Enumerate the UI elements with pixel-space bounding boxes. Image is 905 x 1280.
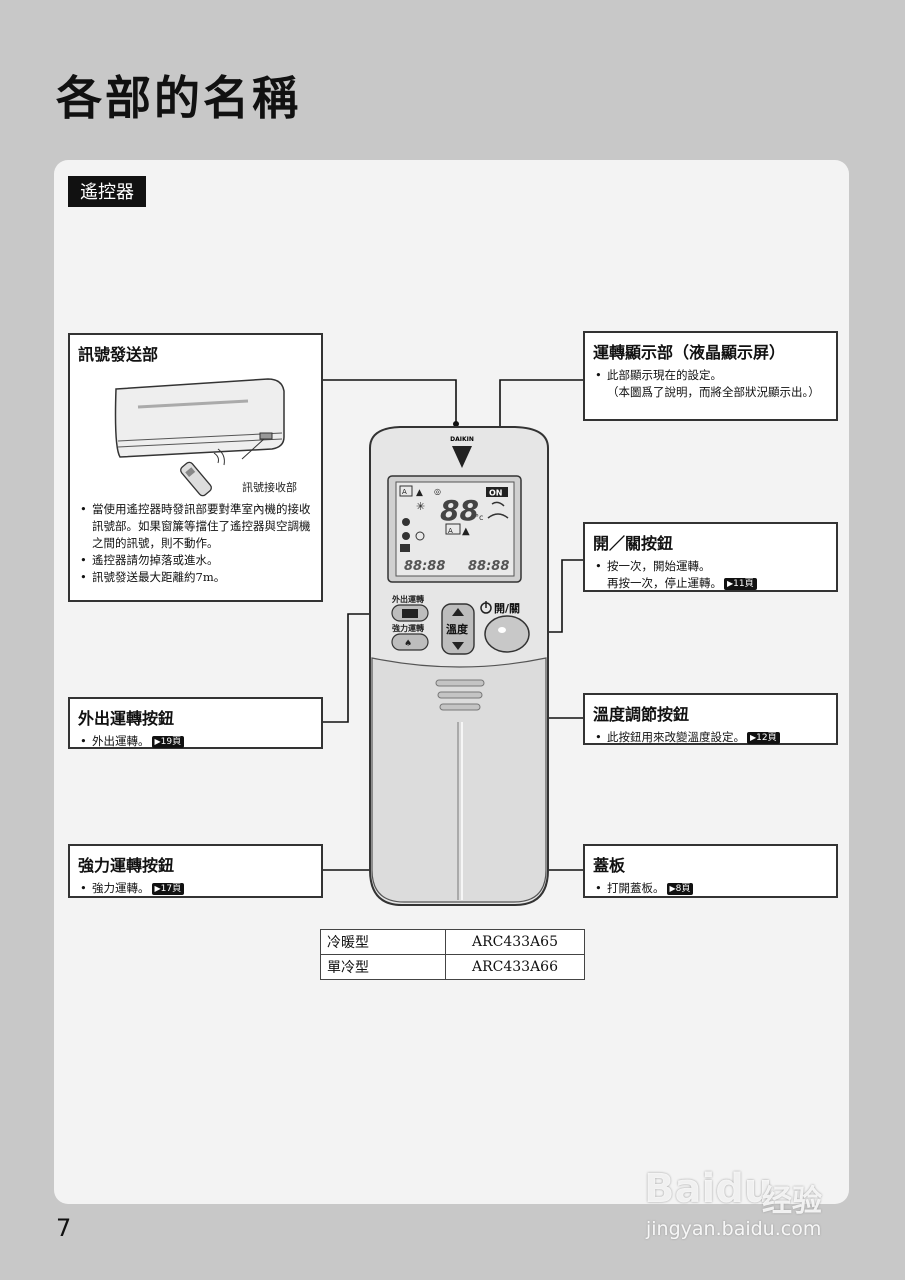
page-ref[interactable]: ▶12頁 [747, 732, 780, 744]
svg-text:◎: ◎ [434, 487, 441, 496]
note: 打開蓋板。 [607, 881, 665, 895]
signal-notes: 當使用遙控器時發訊部要對準室內機的接收訊號部。如果窗簾等擋住了遙控器與空調機之間… [78, 501, 313, 586]
model-type: 冷暖型 [320, 929, 446, 955]
note: 按一次，開始運轉。 [593, 558, 828, 575]
callout-title: 運轉顯示部（液晶顯示屏） [593, 343, 786, 362]
sub-note: 再按一次，停止運轉。 [607, 576, 722, 590]
callout-signal-transmitter: 訊號發送部 訊號接收部 當使用遙控器時發訊部要對準室內機的接收訊號部。如果窗簾等… [68, 333, 323, 602]
lcd-on: ON [489, 489, 503, 498]
onoff-label: 開/關 [494, 602, 520, 615]
lcd-temperature: 88 [440, 494, 479, 527]
page-ref[interactable]: ▶19頁 [151, 736, 185, 748]
callout-title: 溫度調節按鈕 [593, 705, 690, 724]
remote-body: DAIKIN A ▲ ◎ ✳ A ▲ 88 °c ON 88:88 88:88 … [369, 426, 549, 906]
page-title: 各部的名稱 [56, 71, 301, 125]
watermark-url: jingyan.baidu.com [646, 1218, 822, 1240]
daikin-logo-icon [452, 446, 472, 468]
svg-text:▲: ▲ [416, 488, 423, 498]
temp-label: 溫度 [446, 622, 469, 636]
temp-button [441, 603, 475, 655]
svg-text:▲: ▲ [462, 526, 470, 537]
note: 此按鈕用來改變溫度設定。 [607, 730, 745, 744]
brand-label: DAIKIN [450, 436, 474, 443]
callout-temp-button: 溫度調節按鈕 此按鈕用來改變溫度設定。▶12頁 [583, 693, 838, 746]
callout-title: 訊號發送部 [78, 345, 159, 364]
callout-display: 運轉顯示部（液晶顯示屏） 此部顯示現在的設定。 （本圖爲了說明，而將全部狀況顯示… [583, 331, 838, 421]
svg-text:A: A [448, 527, 453, 535]
callout-title: 蓋板 [593, 856, 626, 875]
model-number: ARC433A66 [445, 954, 585, 980]
page-number: 7 [56, 1214, 72, 1242]
callout-powerful-button: 強力運轉按鈕 強力運轉。▶17頁 [68, 844, 323, 898]
lcd-time-on: 88:88 [404, 559, 445, 574]
note: 此部顯示現在的設定。 [593, 367, 828, 384]
lcd-time-off: 88:88 [468, 559, 509, 574]
indoor-unit-illustration: 訊號接收部 [114, 378, 297, 497]
watermark-jingyan: 经验 [762, 1184, 822, 1219]
btn-outing-label: 外出運轉 [392, 594, 424, 604]
lcd-unit: °c [475, 513, 483, 522]
note: 當使用遙控器時發訊部要對準室內機的接收訊號部。如果窗簾等擋住了遙控器與空調機之間… [78, 501, 313, 552]
table-row: 單冷型 ARC433A66 [320, 954, 585, 980]
watermark-brand: Baidu [644, 1166, 773, 1212]
page-ref[interactable]: ▶17頁 [151, 883, 185, 895]
callout-title: 開／關按鈕 [593, 534, 674, 553]
svg-text:♠: ♠ [404, 639, 412, 649]
model-type: 單冷型 [320, 954, 446, 980]
section-tag: 遙控器 [68, 176, 146, 207]
note: 訊號發送最大距離約7m。 [78, 569, 313, 586]
table-row: 冷暖型 ARC433A65 [320, 929, 585, 955]
watermark: Baidu 经验 jingyan.baidu.com [644, 1146, 854, 1246]
onoff-button [484, 615, 530, 653]
svg-text:A: A [402, 488, 407, 496]
model-number: ARC433A65 [445, 929, 585, 955]
svg-text:✳: ✳ [416, 500, 425, 513]
callout-onoff-button: 開／關按鈕 按一次，開始運轉。 再按一次，停止運轉。▶11頁 [583, 522, 838, 592]
page-ref[interactable]: ▶8頁 [666, 883, 694, 895]
powerful-button [391, 633, 429, 651]
callout-title: 外出運轉按鈕 [78, 709, 175, 728]
receiver-label: 訊號接收部 [242, 480, 297, 494]
note: 強力運轉。 [92, 881, 150, 895]
callout-cover: 蓋板 打開蓋板。▶8頁 [583, 844, 838, 898]
model-table: 冷暖型 ARC433A65 單冷型 ARC433A66 [320, 929, 585, 980]
note: 遙控器請勿掉落或進水。 [78, 552, 313, 569]
note: 外出運轉。 [92, 734, 150, 748]
callout-title: 強力運轉按鈕 [78, 856, 175, 875]
sub-note: （本圖爲了說明，而將全部狀況顯示出。） [607, 385, 820, 399]
callout-outing-button: 外出運轉按鈕 外出運轉。▶19頁 [68, 697, 323, 750]
btn-powerful-label: 強力運轉 [392, 623, 424, 633]
page-ref[interactable]: ▶11頁 [724, 578, 757, 590]
